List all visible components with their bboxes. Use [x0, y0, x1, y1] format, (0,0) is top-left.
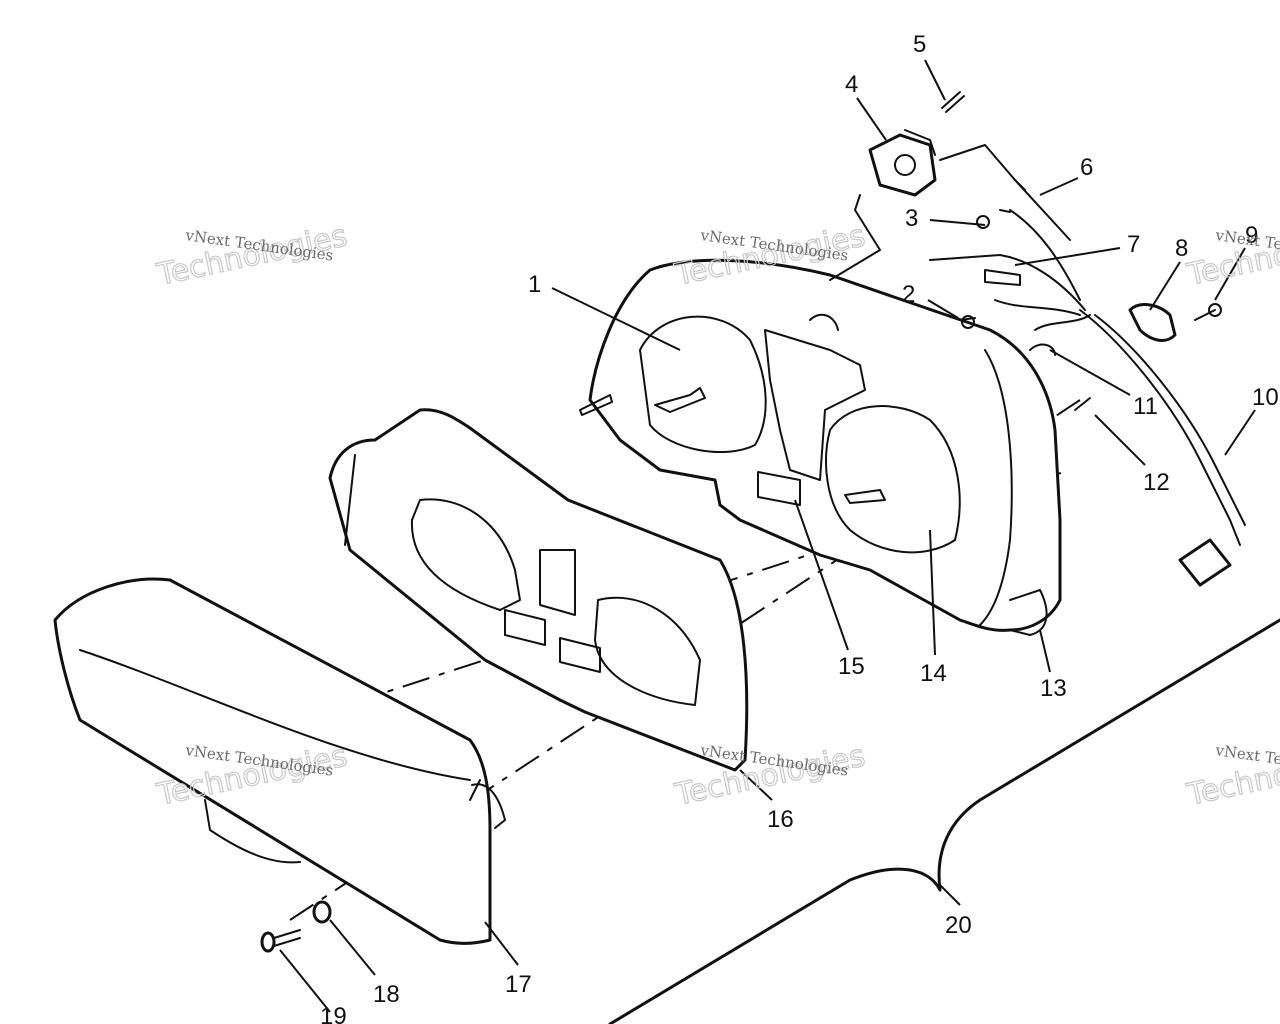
callout-8: 8: [1175, 235, 1188, 262]
lower-cover-part: [53, 577, 506, 945]
leader-1: [551, 287, 681, 351]
sender-unit-part: [829, 129, 937, 281]
callout-5: 5: [913, 31, 926, 58]
leader-9: [1214, 247, 1246, 301]
callout-2: 2: [902, 281, 915, 308]
leader-2: [927, 299, 959, 319]
callout-9: 9: [1245, 222, 1258, 249]
instrument-housing-part: [579, 258, 1062, 636]
callout-12: 12: [1143, 469, 1170, 496]
callout-19: 19: [320, 1003, 347, 1024]
watermark-top-right: Technologies vNext Technologies: [1183, 218, 1280, 294]
callout-20: 20: [945, 912, 972, 939]
leader-14: [929, 529, 936, 656]
callout-17: 17: [505, 971, 532, 998]
callout-7: 7: [1127, 231, 1140, 258]
screw-part: [941, 91, 965, 113]
callout-15: 15: [838, 653, 865, 680]
leader-12: [1094, 414, 1146, 466]
callout-11: 11: [1133, 393, 1158, 420]
leader-8: [1149, 261, 1181, 311]
leader-7: [1014, 247, 1121, 266]
body-panel-outline: [608, 618, 1280, 1024]
lens-bezel-part: [328, 408, 749, 772]
leader-5: [924, 59, 946, 101]
wiring-harness-part: [929, 144, 1246, 587]
watermark-bottom-center: Technologies vNext Technologies: [671, 738, 869, 814]
callout-13: 13: [1040, 675, 1067, 702]
clamp-screw-head: [1208, 303, 1222, 317]
watermark-bottom-right: Technologies vNext Technologies: [1183, 738, 1280, 814]
callout-16: 16: [767, 806, 794, 833]
clamp-screw-part: [1194, 309, 1216, 321]
watermark-top-left: Technologies vNext Technologies: [153, 218, 351, 294]
leader-6: [1039, 177, 1079, 196]
leader-19: [279, 949, 331, 1013]
callout-4: 4: [845, 71, 858, 98]
callout-6: 6: [1080, 154, 1093, 181]
washer-part: [312, 900, 332, 924]
callout-3: 3: [905, 205, 918, 232]
leader-3: [929, 219, 986, 226]
leader-13: [1039, 629, 1051, 673]
leader-20: [939, 884, 961, 906]
leader-17: [484, 921, 519, 966]
leader-15: [794, 499, 849, 651]
bolt-part: [260, 929, 301, 953]
leader-18: [329, 919, 376, 976]
leader-11: [1049, 349, 1131, 396]
leader-4: [856, 97, 887, 141]
leader-10: [1224, 409, 1256, 456]
leader-16: [739, 769, 773, 801]
callout-18: 18: [373, 981, 400, 1008]
callout-1: 1: [528, 271, 541, 298]
housing-screw-part: [1074, 397, 1091, 411]
clamp-part: [1128, 303, 1177, 342]
callout-10: 10: [1252, 384, 1279, 411]
callout-14: 14: [920, 660, 947, 687]
